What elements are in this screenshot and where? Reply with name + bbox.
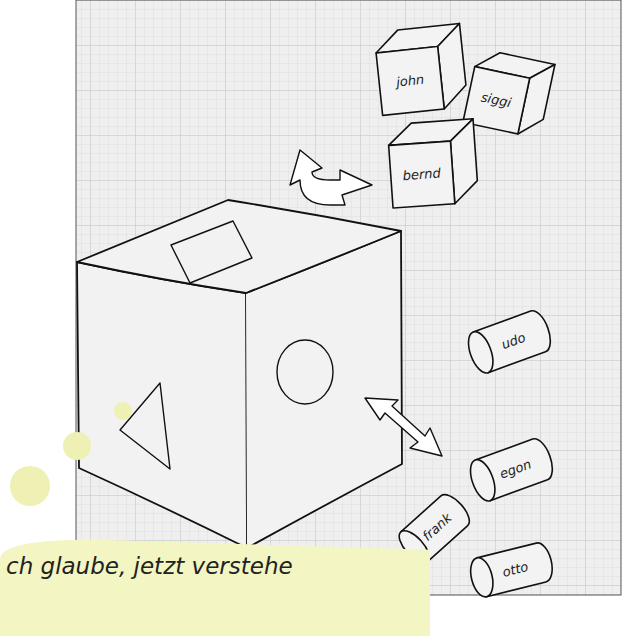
thought-dots: [10, 402, 132, 506]
grid-paper: [76, 0, 621, 595]
speech-bubble-shape: [0, 538, 430, 636]
straight-double-arrow: [365, 398, 442, 456]
big-cube: [77, 200, 402, 548]
bubble-text: ch glaube, jetzt verstehe: [6, 553, 293, 579]
name-label: john: [395, 72, 424, 90]
speech-bubble: ch glaube, jetzt verstehe: [0, 538, 430, 636]
cube-outline: [374, 22, 469, 117]
grid-lines: [76, 0, 621, 595]
name-cube: bernd: [387, 117, 479, 209]
name-cube: siggi: [463, 47, 556, 140]
curved-double-arrow: [290, 150, 372, 205]
cube-outline: [463, 47, 556, 140]
cube-outline: [387, 117, 479, 209]
name-label: bernd: [402, 165, 441, 183]
name-cube: john: [374, 22, 469, 117]
